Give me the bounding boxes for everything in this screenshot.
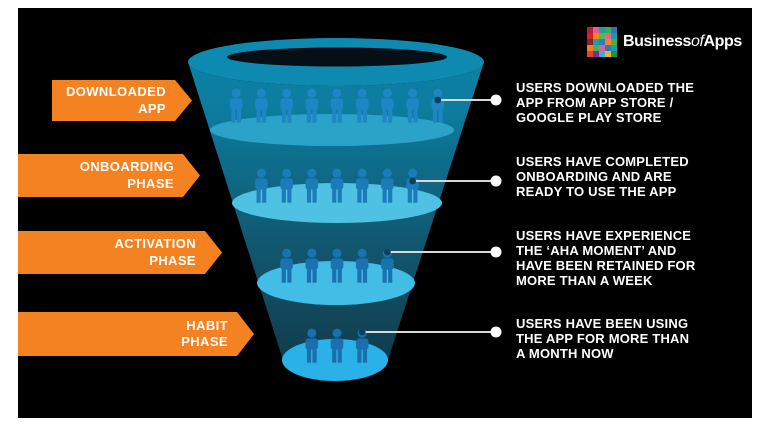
logo-grid-cell [605,39,611,45]
logo-grid-cell [587,33,593,39]
logo-grid-cell [611,51,617,57]
logo-grid-cell [605,33,611,39]
logo-grid-cell [605,45,611,51]
stage-label-downloaded-app: DOWNLOADED APP [52,80,192,121]
logo-grid-cell [593,33,599,39]
logo-text: BusinessofApps [623,33,742,51]
logo-text-of: of [690,33,704,50]
logo-grid-cell [587,51,593,57]
logo-grid-cell [599,45,605,51]
logo-grid-cell [593,45,599,51]
logo-grid-cell [599,51,605,57]
stage-description-habit-phase: USERS HAVE BEEN USING THE APP FOR MORE T… [516,316,690,361]
logo-text-apps: Apps [703,33,743,50]
logo-grid-cell [611,33,617,39]
logo-grid-cell [587,27,593,33]
logo-grid-cell [587,45,593,51]
logo-grid-cell [593,39,599,45]
logo-grid-cell [611,45,617,51]
logo-grid-cell [605,51,611,57]
logo-grid-icon [587,27,617,57]
logo-grid-cell [599,39,605,45]
logo-grid-cell [599,27,605,33]
logo-grid-cell [599,33,605,39]
logo-grid-cell [611,27,617,33]
stage-label-habit-phase: HABIT PHASE [18,312,254,356]
stage-description-onboarding-phase: USERS HAVE COMPLETED ONBOARDING AND ARE … [516,154,689,199]
stage-label-activation-phase: ACTIVATION PHASE [18,231,222,274]
stage-label-onboarding-phase: ONBOARDING PHASE [18,154,200,197]
logo-grid-cell [611,39,617,45]
business-of-apps-logo: BusinessofApps [587,27,742,57]
stage-description-activation-phase: USERS HAVE EXPERIENCE THE ‘AHA MOMENT’ A… [516,228,696,288]
logo-grid-cell [593,51,599,57]
logo-text-business: Business [623,33,691,50]
logo-grid-cell [593,27,599,33]
stage-description-downloaded-app: USERS DOWNLOADED THE APP FROM APP STORE … [516,80,695,125]
logo-grid-cell [587,39,593,45]
logo-grid-cell [605,27,611,33]
